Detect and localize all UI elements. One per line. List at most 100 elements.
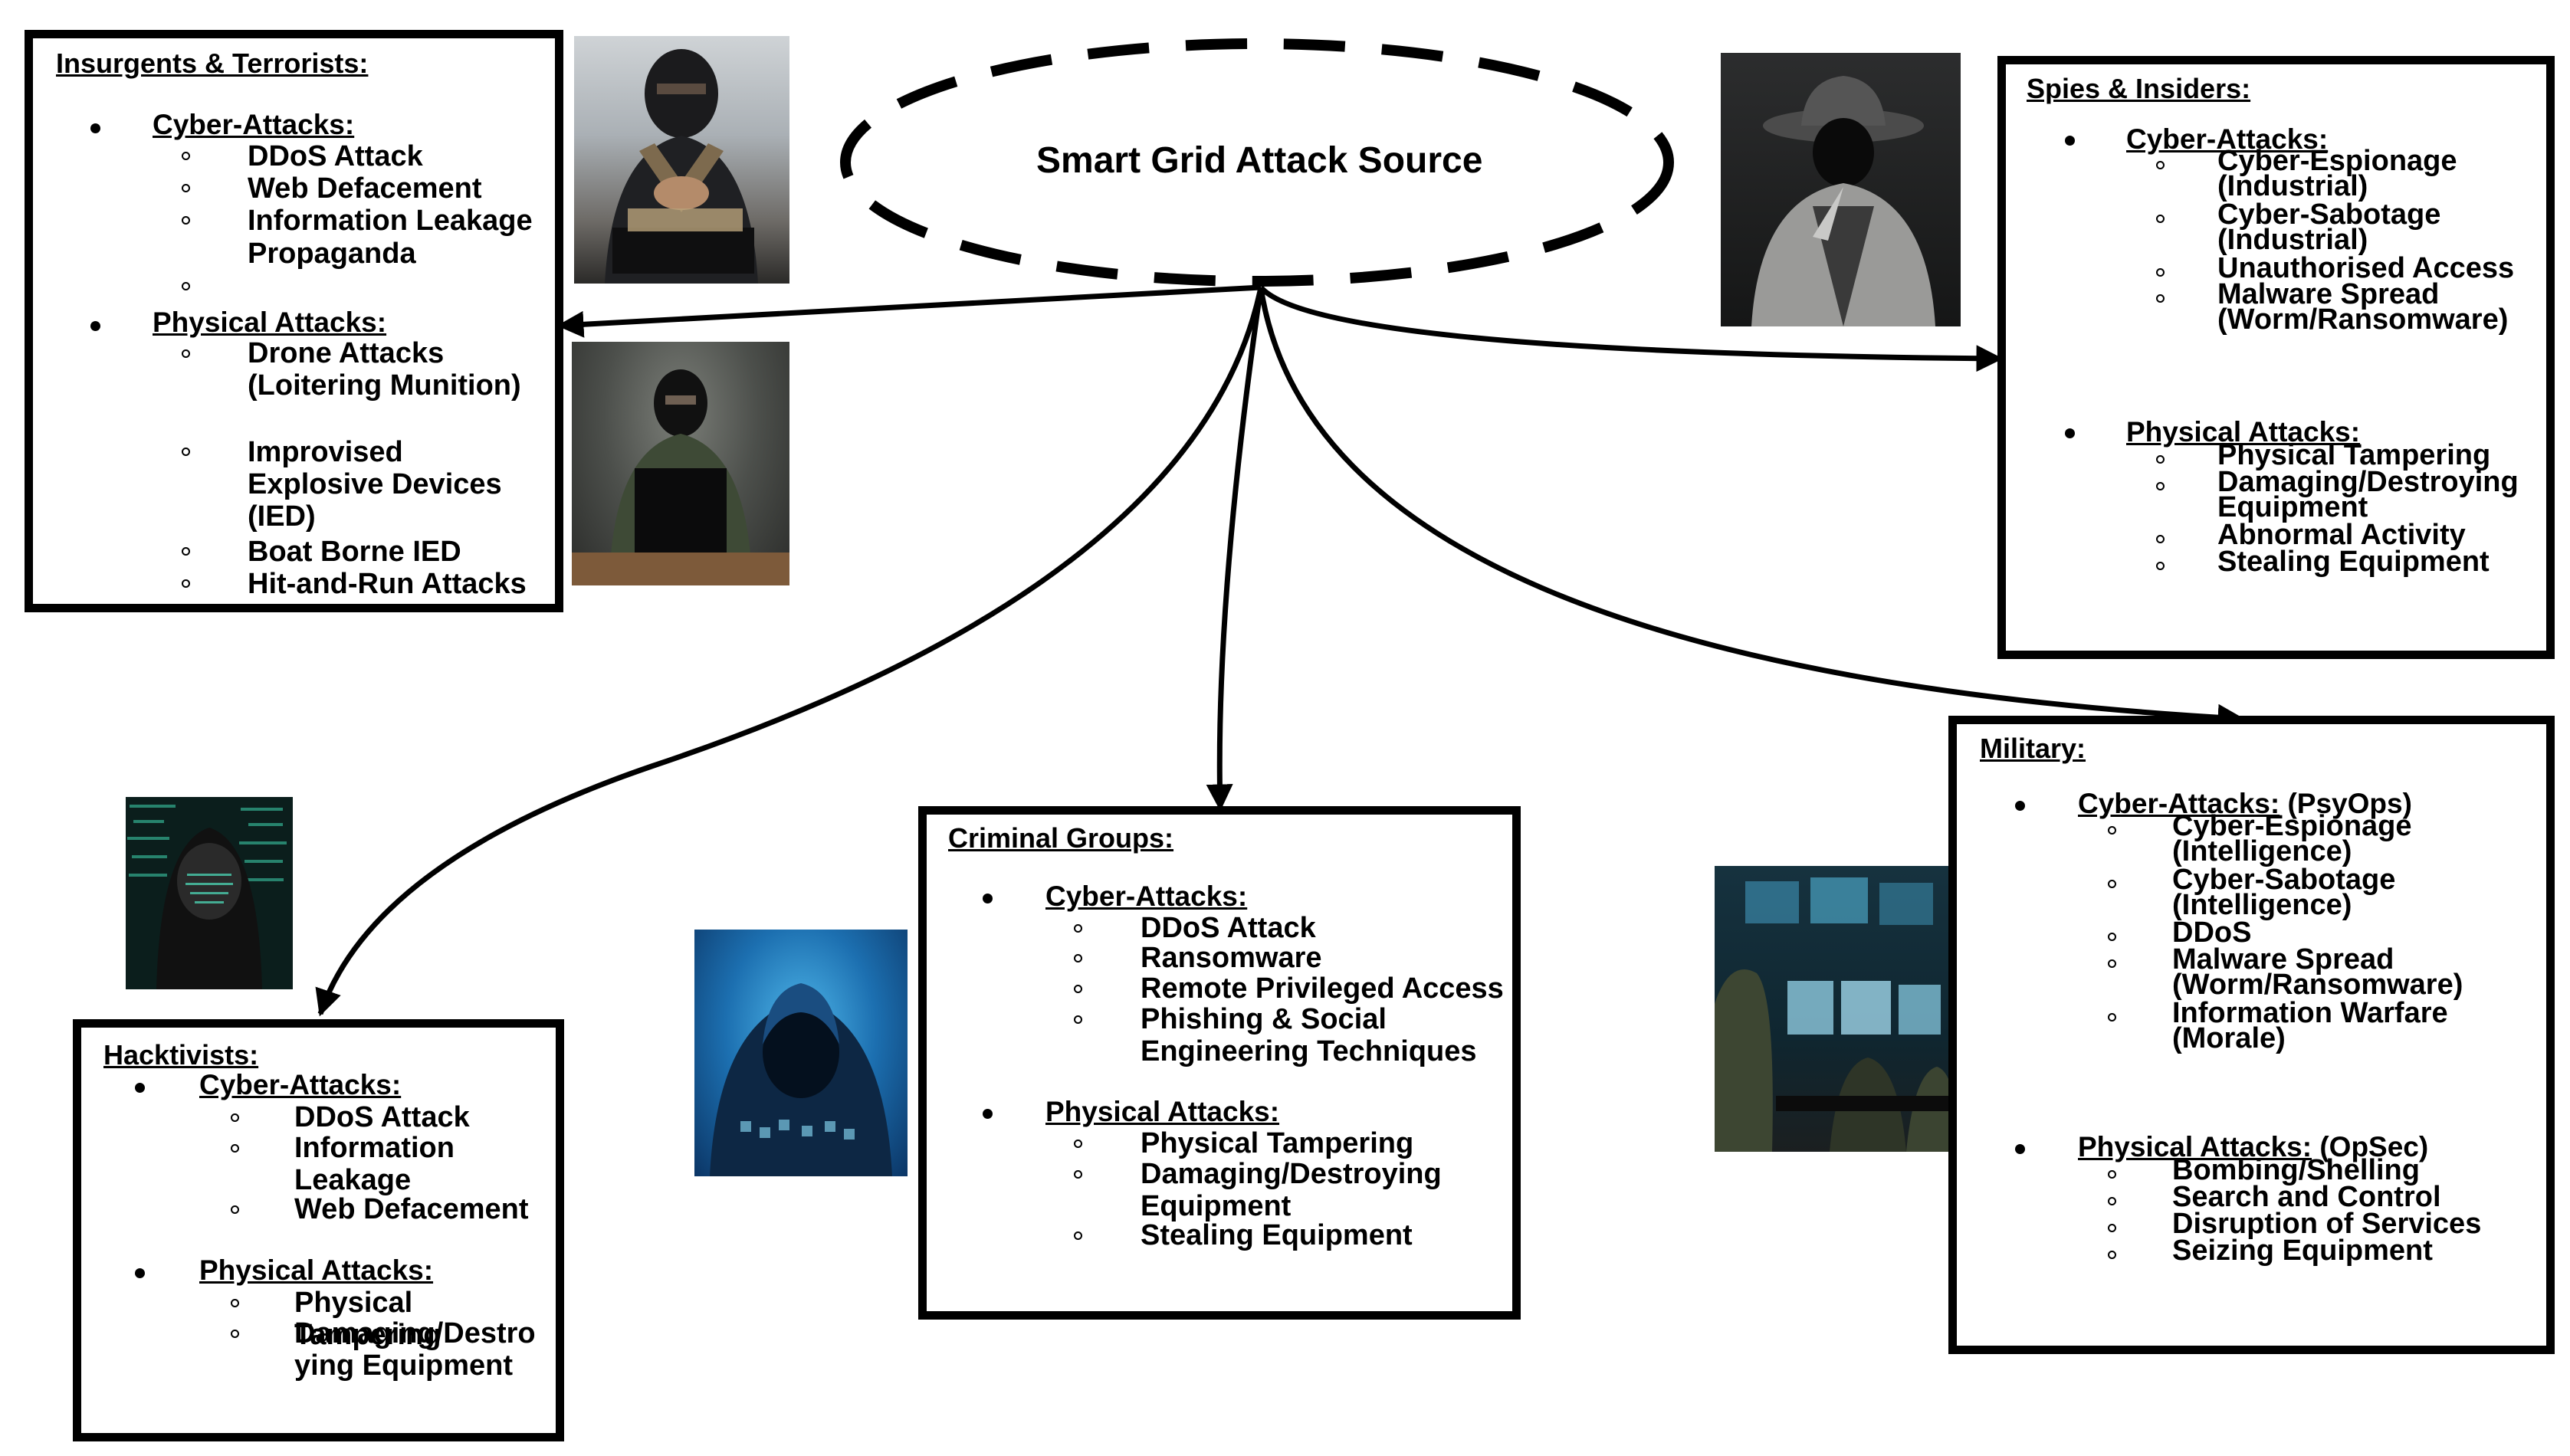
sub-bullet [1074,1170,1082,1179]
sub-bullet [182,579,190,588]
sub-bullet [182,448,190,456]
spies-cyber-label: Cyber-Attacks: [2126,123,2329,155]
list-item: Remote Privileged Access [1141,972,1504,1005]
list-item: DDoS [2172,917,2252,949]
sub-bullet [2108,880,2116,888]
sub-bullet [2108,959,2116,968]
list-item: Ransomware [1141,942,1322,974]
insurgents-cyber-label: Cyber-Attacks: [153,109,355,140]
sub-bullet [2156,482,2165,490]
bullet [2065,136,2075,146]
list-item: Hit-and-Run Attacks [248,568,527,600]
arrow-to-spies [1259,285,2004,372]
hacktivists-cyber-label: Cyber-Attacks: [199,1069,402,1100]
list-item: Stealing Equipment [2217,546,2490,578]
bullet [2015,1144,2025,1154]
sub-bullet [2108,933,2116,941]
list-item: Web Defacement [248,172,482,205]
bullet [135,1083,145,1093]
military-physical-label: Physical Attacks: (OpSec) [2078,1131,2429,1163]
list-item: Bombing/Shelling [2172,1154,2420,1186]
military-cyber-label: Cyber-Attacks: (PsyOps) [2078,788,2412,819]
list-item: Cyber-Sabotage (Industrial) [2217,198,2441,256]
military-operations-room-photo [1715,866,1958,1152]
sub-bullet [2156,294,2165,303]
arrow-to-hacktivists [315,287,1264,1017]
list-item: Cyber-Espionage (Industrial) [2217,145,2457,202]
sub-bullet [2156,535,2165,543]
spies-physical-label: Physical Attacks: [2126,416,2361,448]
list-item: Phishing & Social Engineering Techniques [1141,1003,1477,1067]
sub-bullet [231,1299,239,1307]
list-item: DDoS Attack [294,1101,470,1133]
sub-bullet [2156,161,2165,169]
list-item: Information Leakage [294,1132,455,1196]
sub-bullet [2156,215,2165,223]
hooded-hacker-code-photo [126,797,293,989]
criminals-box: Criminal Groups: Cyber-Attacks: DDoS Att… [918,806,1521,1320]
bullet [983,1109,993,1119]
sub-bullet [231,1144,239,1153]
hacktivists-physical-label: Physical Attacks: [199,1254,434,1286]
bullet [2065,428,2075,438]
sub-bullet [231,1330,239,1338]
criminals-physical-label: Physical Attacks: [1045,1096,1280,1127]
sub-bullet [1074,954,1082,962]
hacktivists-heading: Hacktivists: [103,1039,259,1071]
sub-bullet [182,184,190,192]
criminals-cyber-label: Cyber-Attacks: [1045,880,1248,912]
list-item: Physical Tampering [1141,1127,1414,1159]
list-item: Improvised Explosive Devices (IED) [248,436,502,533]
list-item: Cyber-Sabotage (Intelligence) [2172,864,2396,921]
sub-bullet [1074,924,1082,933]
list-item: Damaging/Destroying Equipment [1141,1158,1442,1222]
hooded-hacker-blue-photo [694,930,908,1176]
list-item: Damaging/Destroying Equipment [294,1317,536,1382]
sub-bullet [2108,1251,2116,1259]
list-item: Physical Tampering [2217,439,2491,471]
sub-bullet [231,1113,239,1122]
sub-bullet [182,349,190,358]
sub-bullet [2156,268,2165,277]
list-item: Propaganda [248,238,416,270]
criminals-heading: Criminal Groups: [948,822,1174,854]
spies-box: Spies & Insiders: Cyber-Attacks: Cyber-E… [1997,56,2555,659]
sub-bullet [2108,1197,2116,1205]
sub-bullet [2108,826,2116,835]
sub-bullet [182,282,190,290]
spy-fedora-trench-coat-photo [1721,53,1961,326]
sub-bullet [2108,1224,2116,1232]
list-item: Web Defacement [294,1193,529,1225]
list-item: Abnormal Activity [2217,519,2466,551]
list-item: Malware Spread (Worm/Ransomware) [2172,943,2463,1001]
insurgents-box: Insurgents & Terrorists: Cyber-Attacks: … [25,30,563,612]
bullet [90,321,100,331]
sub-bullet [2108,1170,2116,1179]
list-item: Cyber-Espionage (Intelligence) [2172,810,2412,867]
bullet [983,894,993,903]
masked-man-laptop-photo [572,342,789,585]
list-item: Information Warfare (Morale) [2172,997,2448,1054]
sub-bullet [182,216,190,225]
sub-bullet [1074,985,1082,993]
source-ellipse [840,38,1674,287]
bullet [135,1268,145,1278]
sub-bullet [1074,1231,1082,1240]
sub-bullet [1074,1140,1082,1148]
arrow-to-criminals [1206,287,1264,812]
list-item: Malware Spread (Worm/Ransomware) [2217,278,2509,336]
masked-man-with-money-photo [574,36,789,284]
sub-bullet [1074,1015,1082,1024]
bullet [2015,801,2025,811]
insurgents-physical-label: Physical Attacks: [153,307,387,338]
list-item: Search and Control [2172,1181,2441,1213]
list-item: Drone Attacks (Loitering Munition) [248,337,521,402]
list-item: Seizing Equipment [2172,1235,2433,1267]
list-item: Stealing Equipment [1141,1219,1413,1251]
bullet [90,123,100,133]
sub-bullet [2108,1013,2116,1021]
list-item: Disruption of Services [2172,1208,2482,1240]
list-item: Damaging/Destroying Equipment [2217,466,2519,523]
sub-bullet [182,152,190,160]
